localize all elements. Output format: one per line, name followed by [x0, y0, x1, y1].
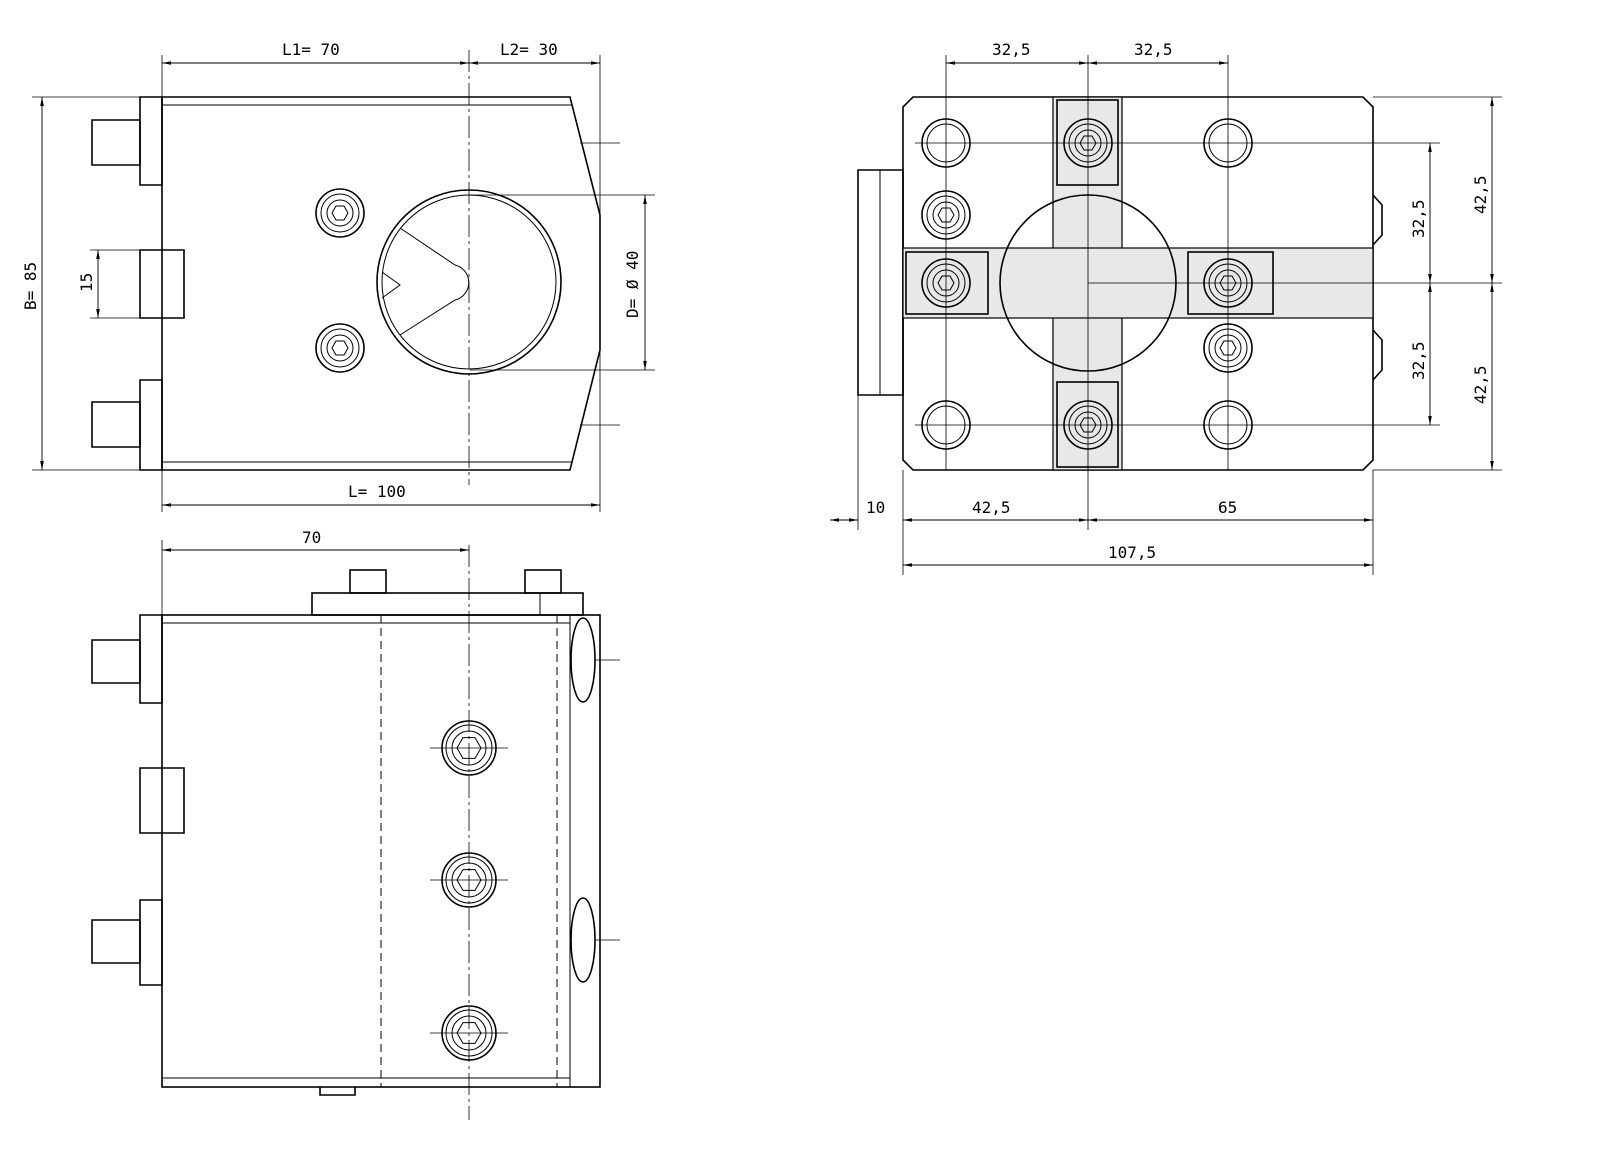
- side-view: 32,5 32,5 32,5 32,5 42,5 42,5 10 42,5 65…: [830, 40, 1502, 575]
- dim-clamp: 10: [866, 498, 885, 517]
- screw-icon: [315, 323, 365, 373]
- top-view: 70: [91, 528, 620, 1120]
- dim-bottom-left: 42,5: [972, 498, 1011, 517]
- dim-right-upper-inner: 32,5: [1409, 199, 1428, 238]
- dim-right-upper-outer: 42,5: [1471, 175, 1490, 214]
- dim-bottom-right: 65: [1218, 498, 1237, 517]
- dim-right-lower-outer: 42,5: [1471, 365, 1490, 404]
- screw-icon: [315, 188, 365, 238]
- dim-total-width: 107,5: [1108, 543, 1156, 562]
- dim-L2: L2= 30: [500, 40, 558, 59]
- dim-length: 70: [302, 528, 321, 547]
- dim-top-right: 32,5: [1134, 40, 1173, 59]
- dim-key-width: 15: [77, 273, 96, 292]
- dim-right-lower-inner: 32,5: [1409, 341, 1428, 380]
- dim-L: L= 100: [348, 482, 406, 501]
- dim-L1: L1= 70: [282, 40, 340, 59]
- dim-D: D= Ø 40: [623, 251, 642, 318]
- front-view: L1= 70 L2= 30 B= 85 15 D= Ø 40 L= 100: [21, 40, 655, 512]
- dim-B: B= 85: [21, 262, 40, 310]
- dim-top-left: 32,5: [992, 40, 1031, 59]
